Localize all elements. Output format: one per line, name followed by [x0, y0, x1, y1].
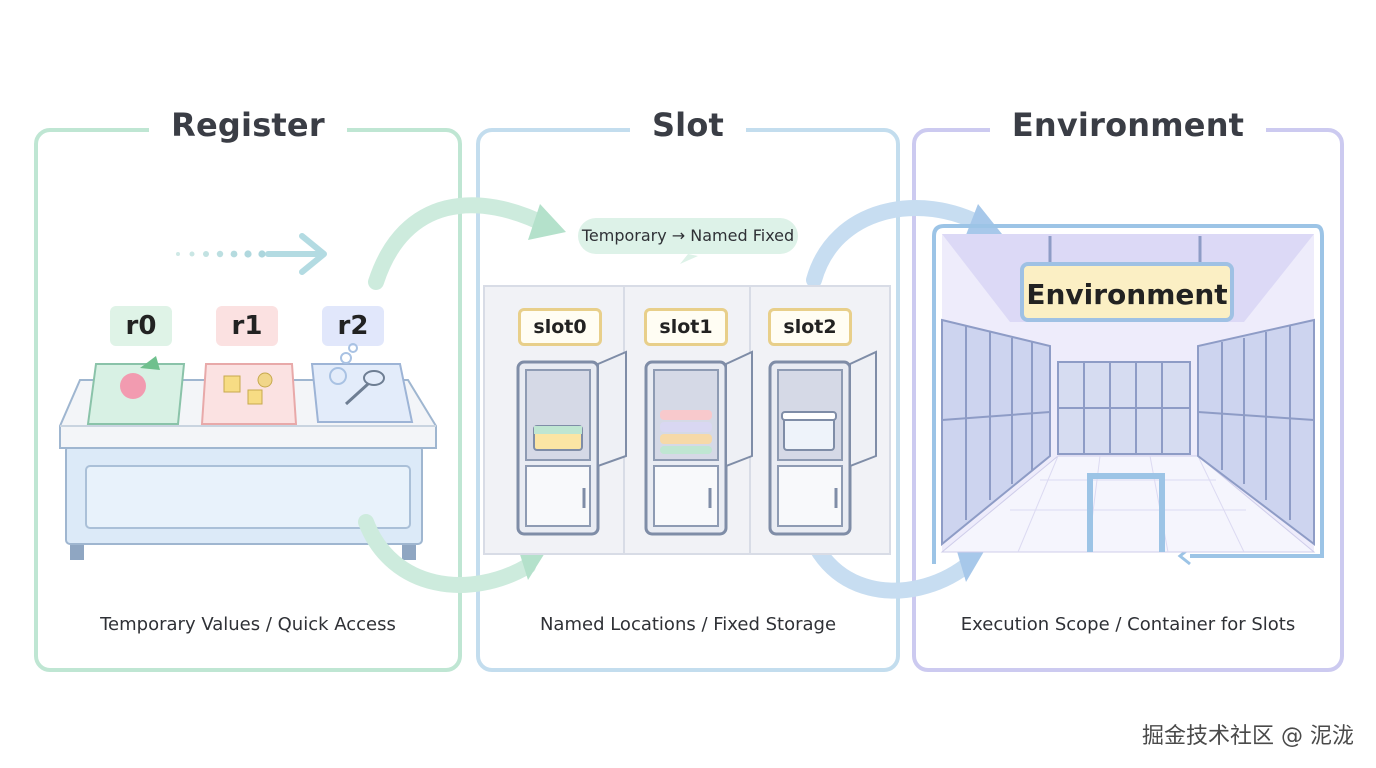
slot-label-slot0: slot0: [518, 308, 602, 346]
slot-caption: Named Locations / Fixed Storage: [539, 614, 837, 635]
locker-slot1: [644, 350, 753, 536]
locker-slot0: [516, 350, 627, 536]
slot-panel: Slot Named Locations / Fixed Storage: [476, 106, 900, 672]
arrow-register-to-slot-bottom: [358, 514, 548, 593]
transition-bubble: Temporary → Named Fixed: [578, 218, 798, 254]
register-label-r1: r1: [231, 311, 263, 341]
tray-r2: [310, 343, 414, 423]
slot-title: Slot: [629, 106, 747, 144]
register-panel: Register Temporary Values / Quick Access: [34, 106, 462, 672]
dotted-arrow-icon: [176, 233, 327, 275]
register-title: Register: [149, 106, 347, 144]
register-label-r2: r2: [337, 311, 369, 341]
environment-caption: Execution Scope / Container for Slots: [960, 614, 1296, 635]
tray-r1: [200, 363, 298, 425]
tray-r0: [86, 356, 186, 425]
environment-sign: Environment: [1020, 262, 1234, 322]
locker-slot2: [768, 350, 877, 536]
arrow-slot-to-environment-top: [806, 200, 1002, 288]
register-label-r0: r0: [125, 311, 157, 341]
register-caption: Temporary Values / Quick Access: [100, 614, 396, 635]
slot-label-slot2: slot2: [768, 308, 852, 346]
arrow-register-to-slot-top: [368, 197, 566, 290]
watermark: 掘金技术社区 @ 泥泷: [1142, 724, 1354, 749]
slot-label-slot1: slot1: [644, 308, 728, 346]
environment-title: Environment: [989, 106, 1267, 144]
environment-panel: Environment Execution Scope / Container …: [912, 106, 1344, 672]
